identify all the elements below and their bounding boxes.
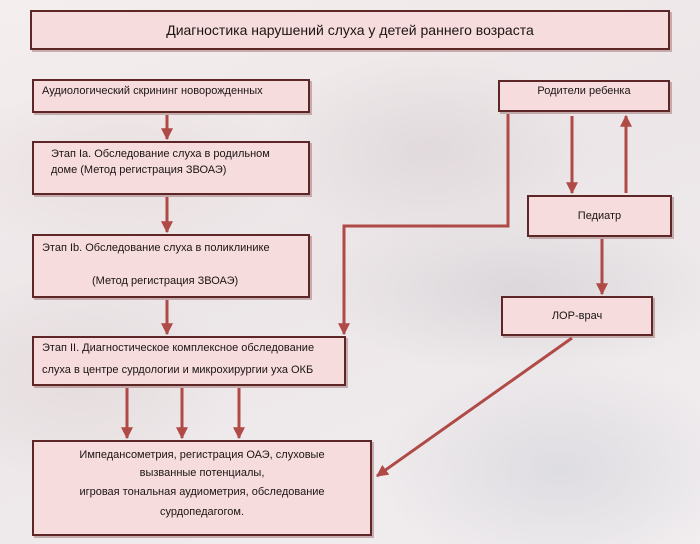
title-text: Диагностика нарушений слуха у детей ранн… [166,22,534,38]
results-line-1: Импедансометрия, регистрация ОАЭ, слухов… [79,449,325,461]
arrow-ent-to-diagnostics [376,336,573,478]
stage-1a-line-2: доме (Метод регистрация ЗВОАЭ) [51,164,227,176]
diagram-title: Диагностика нарушений слуха у детей ранн… [30,10,670,50]
stage-1b-line-1: Этап Ib. Обследование слуха в поликлиник… [42,242,270,254]
stage-2-line-2: слуха в центре сурдологии и микрохирурги… [42,364,314,376]
stage-1b-line-2: (Метод регистрация ЗВОАЭ) [92,275,239,287]
ent-doctor-text: ЛОР-врач [551,310,603,322]
stage-1a-line-1: Этап Ia. Обследование слуха в родильном [51,148,270,160]
results-line-3: игровая тональная аудиометрия, обследова… [79,486,325,498]
pediatrician-box: Педиатр [527,195,672,237]
stage-1a-box: Этап Ia. Обследование слуха в родильном … [32,141,310,195]
pediatrician-text: Педиатр [577,210,622,222]
parents-text: Родители ребенка [537,85,631,97]
results-line-4: сурдопедагогом. [159,506,245,518]
arrow-parents-to-stage-2 [338,114,510,336]
ent-doctor-box: ЛОР-врач [501,296,653,336]
stage-2-box: Этап II. Диагностическое комплексное обс… [32,336,346,386]
stage-2-line-1: Этап II. Диагностическое комплексное обс… [42,342,315,354]
stage-1b-box: Этап Ib. Обследование слуха в поликлиник… [32,234,310,298]
diagnostic-methods-box: Импедансометрия, регистрация ОАЭ, слухов… [32,440,372,536]
screening-text: Аудиологический скрининг новорожденных [42,85,263,97]
results-line-2: вызванные потенциалы, [139,467,265,479]
newborn-screening-box: Аудиологический скрининг новорожденных [32,79,310,113]
parents-box: Родители ребенка [498,80,670,112]
